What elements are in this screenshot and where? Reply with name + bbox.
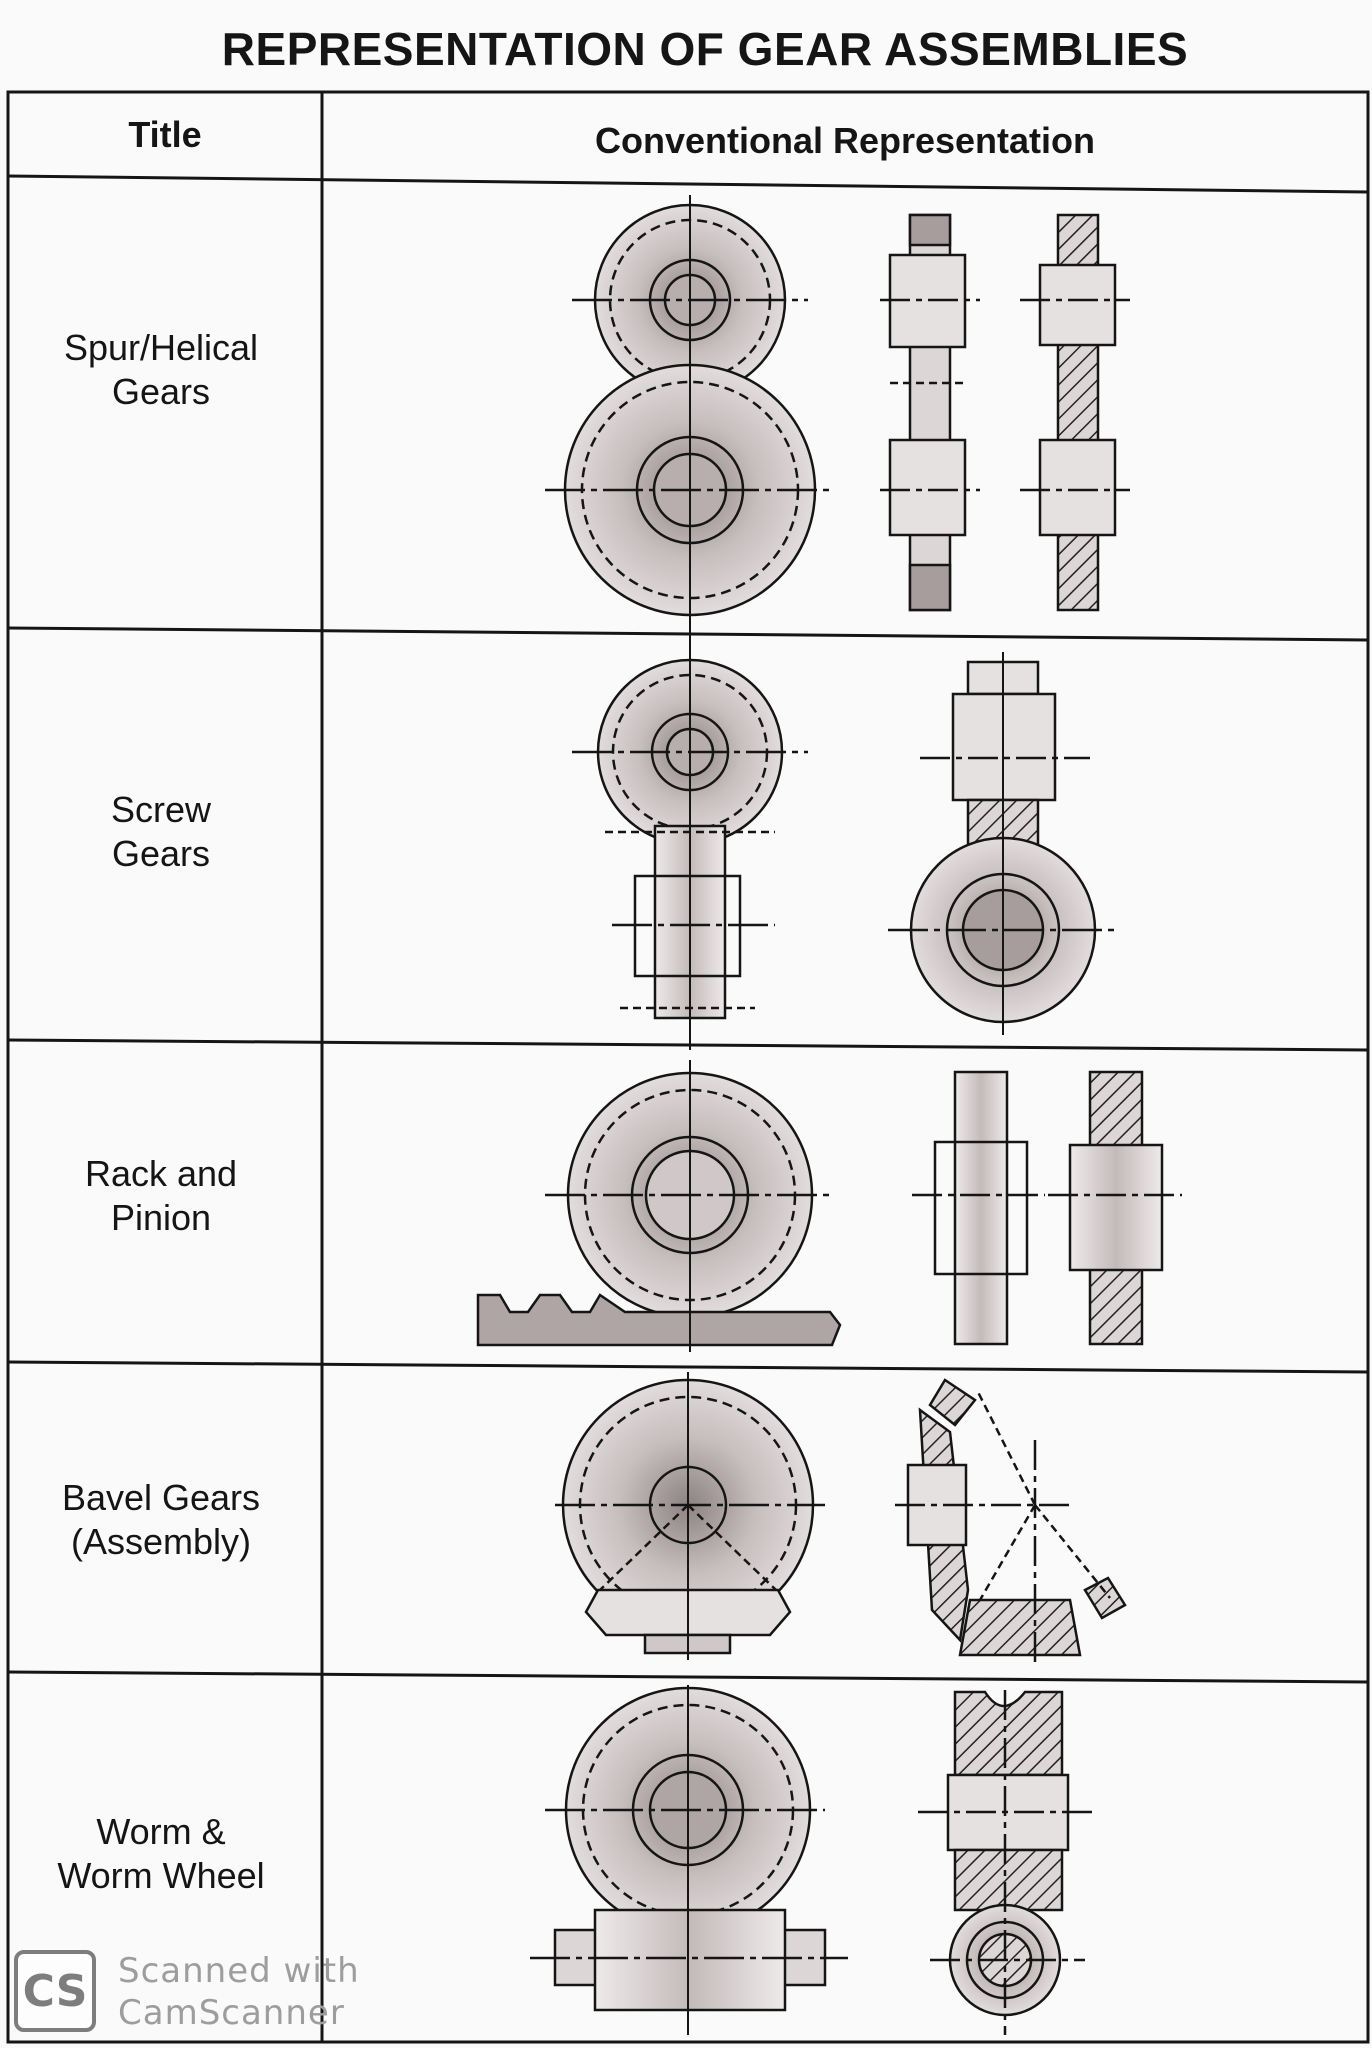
camscanner-logo-icon: CS bbox=[14, 1950, 96, 2032]
bevel-gear-front-view bbox=[555, 1372, 825, 1660]
row-label-line: Bavel Gears bbox=[61, 1477, 261, 1518]
row-label-line: Screw bbox=[110, 789, 212, 830]
header-title: Title bbox=[128, 114, 202, 155]
helical-section-view bbox=[1020, 213, 1130, 612]
rack-pinion-front-view bbox=[476, 1060, 842, 1352]
row-label-line: Worm Wheel bbox=[57, 1855, 265, 1896]
row-label-line: (Assembly) bbox=[70, 1521, 252, 1562]
row-label-line: Gears bbox=[111, 371, 211, 412]
camscanner-watermark: CS Scanned with CamScanner bbox=[14, 1950, 394, 2036]
row-label-line: Rack and bbox=[84, 1153, 238, 1194]
row-label-line: Gears bbox=[111, 833, 211, 874]
screw-gear-front-view bbox=[572, 640, 808, 1050]
row-label-bevel: Bavel Gears (Assembly) bbox=[10, 1476, 312, 1564]
row-label-line: Pinion bbox=[110, 1197, 212, 1238]
screw-gear-side-view bbox=[888, 652, 1120, 1035]
watermark-line: CamScanner bbox=[118, 1993, 345, 2033]
watermark-line: Scanned with bbox=[118, 1951, 360, 1991]
worm-wheel-section-view bbox=[918, 1690, 1092, 2035]
rack-pinion-side-view bbox=[912, 1070, 1045, 1346]
rack-pinion-section-view bbox=[1048, 1070, 1182, 1346]
row-label-line: Spur/Helical bbox=[63, 327, 259, 368]
table-grid bbox=[6, 90, 1370, 2044]
row-label-screw: Screw Gears bbox=[10, 788, 312, 876]
row-label-worm: Worm & Worm Wheel bbox=[10, 1810, 312, 1898]
row-label-spur-helical: Spur/Helical Gears bbox=[10, 326, 312, 414]
bevel-gear-section-view bbox=[895, 1378, 1127, 1665]
page-title: REPRESENTATION OF GEAR ASSEMBLIES bbox=[221, 23, 1189, 75]
worm-wheel-front-view bbox=[530, 1685, 848, 2035]
header-representation: Conventional Representation bbox=[594, 120, 1096, 161]
row-label-line: Worm & bbox=[96, 1811, 226, 1852]
spur-helical-front-view bbox=[545, 195, 835, 640]
watermark-text: Scanned with CamScanner bbox=[118, 1950, 360, 2034]
spur-side-view bbox=[880, 213, 980, 612]
row-label-rack-pinion: Rack and Pinion bbox=[10, 1152, 312, 1240]
